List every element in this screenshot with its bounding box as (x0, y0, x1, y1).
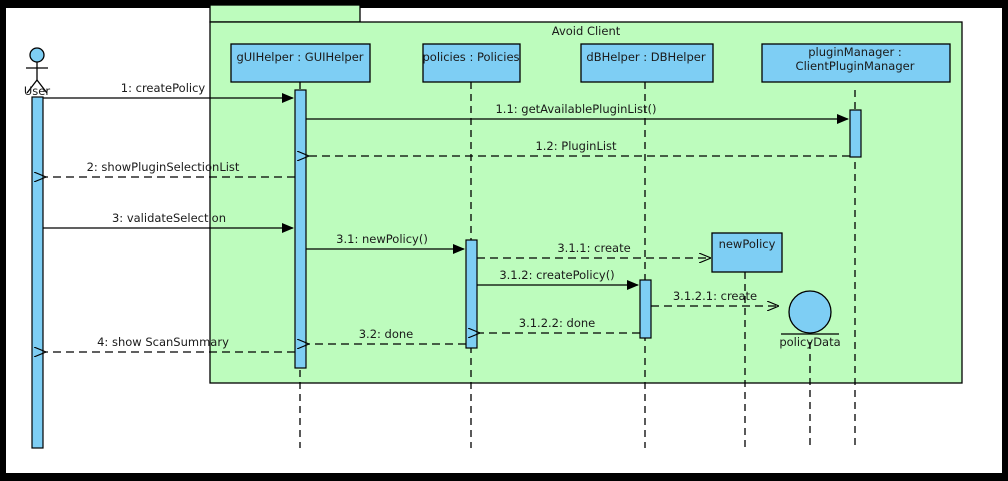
lifeline-label-pluginmanager-line2: ClientPluginManager (795, 59, 915, 73)
activation-user (31, 96, 44, 449)
lifeline-box-policies (422, 43, 521, 83)
message-label-3-2: 3.2: done (358, 327, 414, 341)
lifeline-label-policies: policies : Policies (422, 50, 520, 64)
actor-user-figure (26, 47, 48, 94)
message-label-1-1: 1.1: getAvailablePluginList() (495, 102, 657, 116)
message-label-3: 3: validateSelection (111, 211, 227, 225)
activation-pluginmanager (849, 109, 862, 158)
message-label-1: 1: createPolicy (120, 81, 206, 95)
activation-dbhelper (639, 279, 652, 339)
lifeline-label-guihelper: gUIHelper : GUIHelper (236, 50, 364, 64)
lifeline-label-policydata: policyData (779, 335, 841, 349)
lifeline-label-pluginmanager-line1: pluginManager : (808, 45, 902, 59)
frame-label: Avoid Client (551, 24, 621, 38)
message-label-1-2: 1.2: PluginList (535, 139, 617, 153)
lifeline-box-newpolicy (711, 232, 783, 273)
actor-label-user: User (23, 84, 51, 98)
message-label-3-1-1: 3.1.1: create (557, 241, 631, 255)
message-label-4: 4: show ScanSummary (97, 335, 229, 349)
activation-guihelper (294, 89, 307, 369)
lifeline-box-dbhelper (580, 43, 714, 83)
message-label-2: 2: showPluginSelectionList (86, 160, 240, 174)
diagram-canvas: Avoid Client User gUIHelper : GUIHelper … (6, 4, 1002, 473)
activation-bars (31, 89, 862, 449)
activation-policies (465, 239, 478, 349)
diagram-vector-layer (26, 4, 963, 449)
message-label-3-1-2-1: 3.1.2.1: create (672, 289, 758, 303)
message-label-3-1-2-2: 3.1.2.2: done (518, 316, 596, 330)
datastore-policydata-shape (781, 290, 839, 335)
lifeline-label-dbhelper: dBHelper : DBHelper (586, 50, 706, 64)
message-label-3-1: 3.1: newPolicy() (336, 232, 428, 246)
lifeline-label-newpolicy: newPolicy (718, 237, 776, 251)
message-label-3-1-2: 3.1.2: createPolicy() (499, 268, 615, 282)
lifeline-box-pluginmanager (761, 43, 951, 83)
lifeline-boxes (230, 43, 951, 273)
lifeline-box-guihelper (230, 43, 371, 83)
